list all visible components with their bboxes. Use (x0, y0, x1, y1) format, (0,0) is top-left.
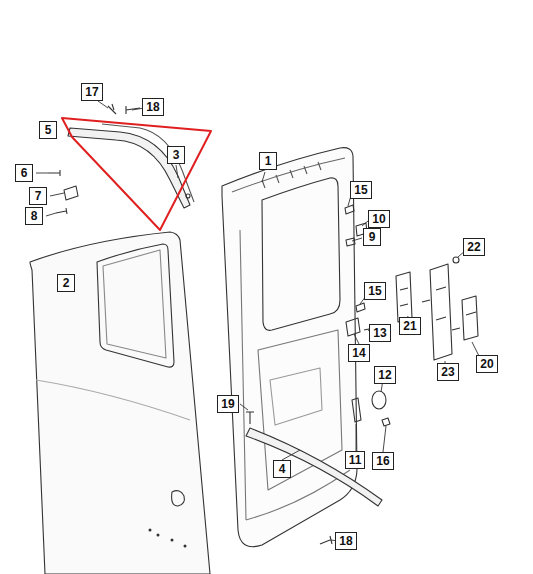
callout-number: 22 (463, 238, 484, 256)
callout-number: 1 (259, 152, 277, 170)
callout-number: 11 (345, 451, 366, 469)
callout-number: 4 (273, 460, 291, 478)
callout-number: 7 (29, 187, 47, 205)
callout-number: 21 (399, 317, 420, 335)
callout-number: 15 (364, 282, 385, 300)
bracket-21 (396, 272, 412, 322)
rod-20 (462, 296, 478, 340)
callout-number: 12 (374, 366, 395, 384)
bolt-17 (108, 104, 116, 114)
callout-number: 14 (348, 344, 369, 362)
door-handle (172, 491, 185, 506)
bolt-19 (246, 412, 254, 424)
door-window-inner (103, 250, 166, 358)
stop-12 (372, 391, 386, 409)
panel-holes (149, 529, 187, 548)
callout-number: 13 (369, 324, 390, 342)
frame-top-rib (232, 158, 345, 192)
callout-number: 9 (363, 228, 381, 246)
bracket-7 (64, 186, 78, 200)
door-frame (222, 148, 357, 547)
nut-16 (382, 418, 390, 426)
callout-number: 16 (372, 452, 393, 470)
highlight-outline (62, 118, 211, 230)
callout-number: 18 (142, 98, 163, 116)
callout-number: 17 (81, 83, 102, 101)
callout-number: 15 (350, 181, 371, 199)
callout-number: 19 (217, 395, 238, 413)
bolt-6 (48, 170, 60, 176)
callout-number: 2 (57, 274, 75, 292)
plate-9 (346, 238, 355, 246)
callout-number: 8 (25, 207, 43, 225)
lower-rail (246, 428, 382, 506)
pin-11 (352, 398, 361, 422)
leader-lines (36, 101, 480, 541)
bolt-8 (56, 208, 67, 214)
callout-number: 20 (476, 355, 497, 373)
callout-number: 10 (368, 210, 389, 228)
callout-number: 18 (335, 532, 356, 550)
clip-15 (345, 205, 354, 214)
frame-window-opening (262, 178, 340, 330)
frame-inner-cutout (270, 368, 322, 425)
panel-crease (36, 380, 190, 420)
bumper-14 (346, 318, 360, 336)
nut-22 (453, 257, 459, 263)
callout-number: 6 (15, 164, 33, 182)
frame-hinge-side (240, 230, 246, 520)
door-window (97, 244, 174, 367)
clip-15b (356, 303, 365, 312)
door-panel (30, 232, 210, 574)
callout-number: 23 (437, 363, 458, 381)
callout-number: 5 (39, 121, 57, 139)
callout-number: 3 (167, 146, 185, 164)
latch-23 (422, 264, 460, 360)
